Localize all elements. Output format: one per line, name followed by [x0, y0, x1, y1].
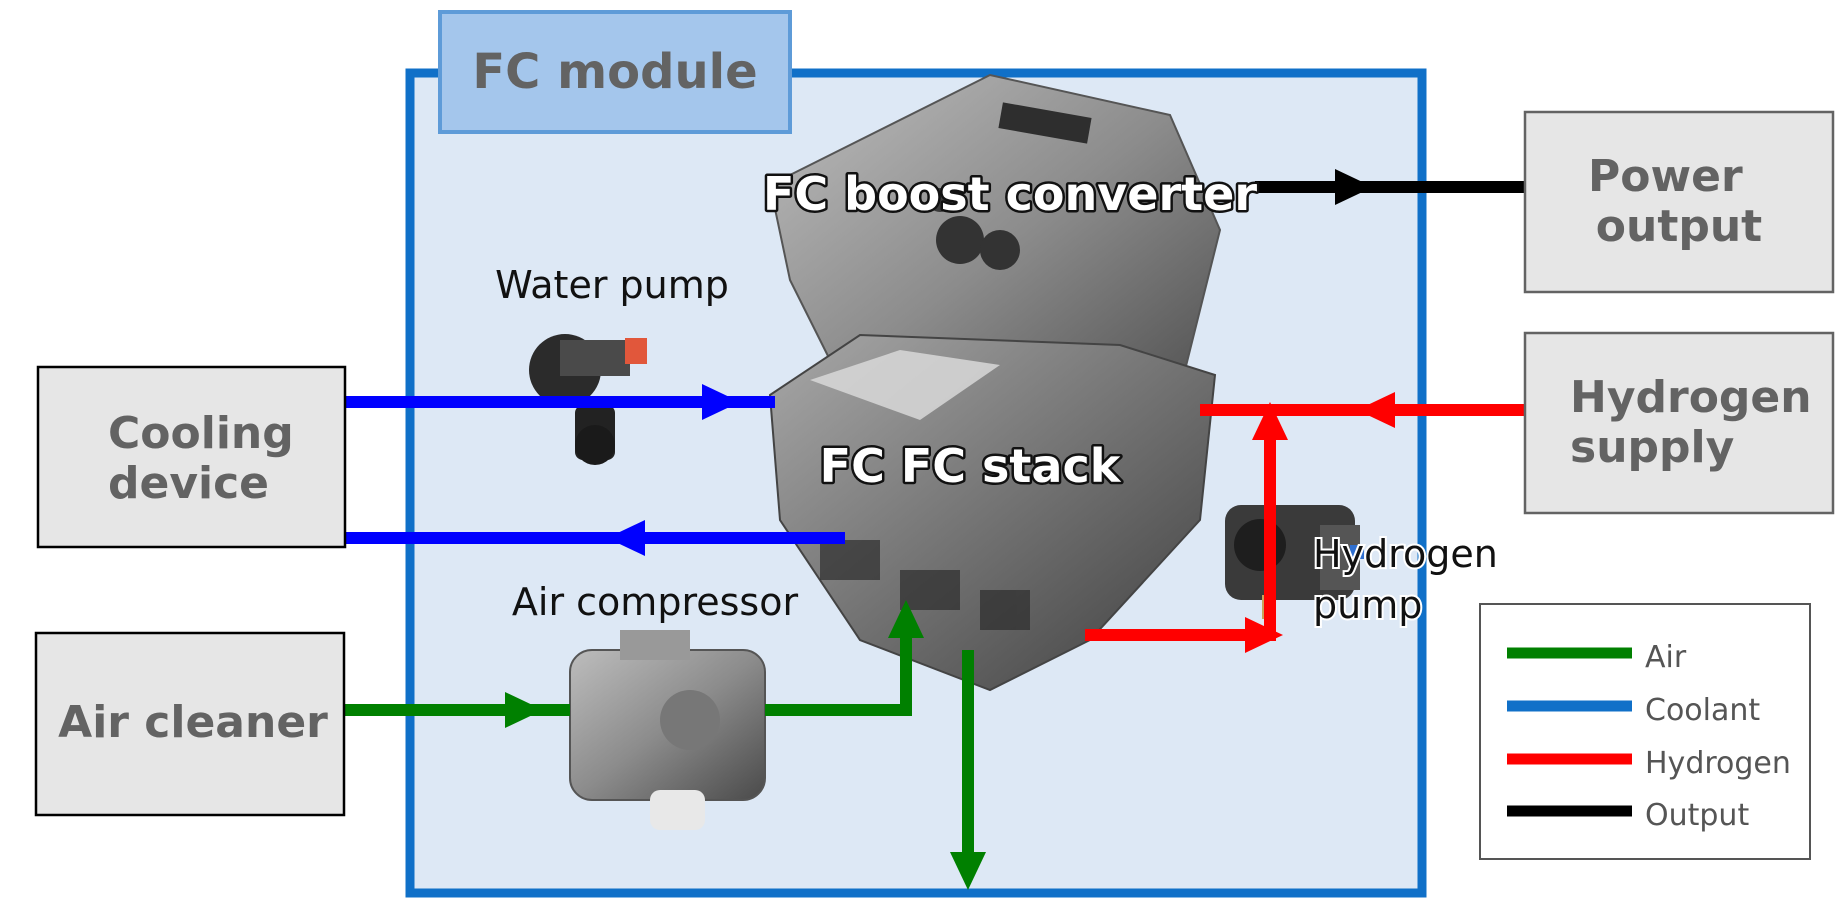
- hydrogen-supply-label-line1: Hydrogen: [1570, 372, 1812, 423]
- legend-label-coolant: Coolant: [1645, 693, 1760, 728]
- power-output-label-line2: output: [1596, 201, 1762, 252]
- legend-label-air: Air: [1645, 640, 1687, 675]
- hydrogen-arrow-to-pump: [1245, 617, 1283, 653]
- coolant-arrow-in: [702, 384, 740, 420]
- svg-text:Cooling device: Cooling device: [108, 408, 309, 509]
- water-pump-label: Water pump: [495, 263, 729, 307]
- cooling-device-box: Cooling device: [36, 365, 347, 549]
- svg-text:Hydrogen pump: Hydrogen pump: [1313, 532, 1510, 627]
- coolant-lines: [345, 384, 845, 556]
- power-output-label-line1: Power: [1588, 151, 1743, 202]
- fc-boost-converter-label: FC boost converter: [763, 167, 1257, 221]
- power-output-box: Power output: [1523, 110, 1835, 294]
- output-line: [1255, 169, 1525, 205]
- cooling-device-label-line1: Cooling: [108, 408, 294, 459]
- legend-label-output: Output: [1645, 798, 1749, 833]
- fc-module-tab: [438, 10, 792, 134]
- fc-stack-hardware: [768, 333, 1217, 692]
- hydrogen-arrow-recirc: [1252, 402, 1288, 440]
- fc-module-title: FC module: [472, 44, 757, 100]
- output-arrow: [1335, 169, 1373, 205]
- hydrogen-pump-label-line1: Hydrogen: [1313, 532, 1498, 576]
- air-cleaner-box: Air cleaner: [34, 631, 346, 817]
- svg-text:Power output: Power output: [1588, 151, 1762, 252]
- air-arrow-to-stack: [888, 600, 924, 638]
- water-pump-hardware: [529, 334, 647, 465]
- legend: Air Coolant Hydrogen Output: [1479, 603, 1811, 860]
- air-cleaner-label: Air cleaner: [58, 697, 328, 748]
- coolant-arrow-out: [607, 520, 645, 556]
- hydrogen-pump-label-line2: pump: [1313, 583, 1422, 627]
- hydrogen-lines: [1085, 392, 1525, 653]
- air-compressor-label: Air compressor: [512, 580, 799, 624]
- air-arrow-in: [505, 692, 543, 728]
- hydrogen-supply-box: Hydrogen supply: [1523, 331, 1835, 515]
- legend-label-hydrogen: Hydrogen: [1645, 746, 1791, 781]
- air-lines: [345, 600, 986, 890]
- fc-stack-label: FC FC stack: [820, 439, 1122, 493]
- svg-text:Hydrogen supply: Hydrogen supply: [1570, 372, 1827, 473]
- cooling-device-label-line2: device: [108, 458, 269, 509]
- hydrogen-supply-label-line2: supply: [1570, 422, 1734, 473]
- hydrogen-arrow-supply: [1357, 392, 1395, 428]
- air-compressor-hardware: [569, 630, 766, 830]
- air-arrow-exhaust: [950, 852, 986, 890]
